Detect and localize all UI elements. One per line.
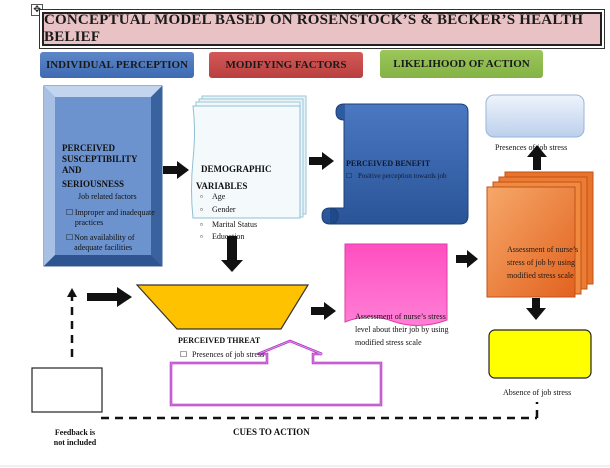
threat-item: ☐Presences of job stress	[180, 350, 265, 359]
demographic-title-1: DEMOGRAPHIC	[201, 164, 272, 174]
absence-label: Absence of job stress	[503, 388, 572, 397]
arrow-orange-up	[527, 145, 547, 170]
arrow-to-trapezoid	[87, 287, 132, 307]
checkbox-icon: ☐	[66, 233, 74, 242]
assessment-orange-stack	[486, 171, 594, 298]
arrow-pink-to-orange	[456, 250, 478, 268]
bullet-icon: ▫	[200, 192, 203, 201]
demographic-item-list: ▫Age ▫Gender ▫Marital Status ▫Education	[200, 192, 300, 242]
presence-label: Presences of job stress	[495, 143, 568, 152]
list-item: ▫Gender	[200, 205, 236, 214]
absence-yellow-box	[488, 329, 592, 379]
arrow-demo-to-benefit	[309, 152, 334, 170]
feedback-label: Feedback is not included	[53, 428, 97, 447]
feedback-box	[31, 367, 103, 413]
susceptibility-title-line4: SERIOUSNESS	[62, 179, 125, 189]
list-item-text: Job related factors	[78, 192, 137, 201]
benefit-item: ☐Positive perception towards job	[346, 172, 447, 180]
checkbox-icon: ☐	[180, 350, 188, 359]
feedback-dashed-loop	[70, 293, 539, 420]
bullet-icon: ▫	[200, 232, 203, 241]
bullet-icon: ▫	[200, 205, 203, 214]
assessment-orange-text: Assessment of nurse’s stress of job by u…	[507, 245, 579, 280]
list-item: ☐Improper and inadequate practices	[66, 208, 156, 228]
header-modifying-factors: MODIFYING FACTORS	[209, 52, 363, 78]
susceptibility-title: PERCEIVED SUSCEPTIBILITY AND	[62, 143, 138, 175]
arrow-demo-down	[221, 236, 243, 272]
threat-title: PERCEIVED THREAT	[178, 336, 261, 345]
header-individual-perception: INDIVIDUAL PERCEPTION	[40, 52, 194, 78]
header-likelihood-of-action: LIKELIHOOD OF ACTION	[380, 50, 543, 78]
flow-arrows	[87, 145, 547, 320]
list-item: ▫Age	[200, 192, 226, 201]
susceptibility-item-list: Job related factors ☐Improper and inadeq…	[66, 192, 156, 253]
list-item: ▫Marital Status	[200, 220, 258, 229]
list-item: ☐Non availability of adequate facilities	[66, 233, 156, 253]
susceptibility-bevel-box	[43, 85, 163, 267]
benefit-scroll	[321, 103, 469, 225]
assessment-pink-text: Assessment of nurse’s stress level about…	[355, 312, 449, 347]
list-item: Job related factors	[66, 192, 156, 202]
cues-to-action-label: CUES TO ACTION	[233, 427, 310, 437]
diagram-title: CONCEPTUAL MODEL BASED ON ROSENSTOCK’S &…	[42, 12, 602, 46]
assessment-pink-box	[344, 243, 448, 326]
table-move-handle[interactable]: ✥	[31, 4, 43, 16]
checkbox-icon: ☐	[66, 208, 74, 217]
threat-trapezoid	[135, 284, 310, 330]
demographic-title-2: VARIABLES	[196, 181, 248, 191]
presence-rounded-box	[485, 94, 585, 138]
bullet-icon: ▫	[200, 220, 203, 229]
arrow-orange-down	[526, 298, 546, 320]
demographic-stack	[191, 95, 307, 219]
list-item-text: Non availability of adequate facilities	[74, 233, 135, 252]
list-item: ▫Education	[200, 232, 245, 241]
checkbox-icon: ☐	[346, 172, 353, 180]
benefit-title: PERCEIVED BENEFIT	[346, 159, 431, 168]
list-item-text: Improper and inadequate practices	[74, 208, 155, 227]
arrow-suscept-to-demo	[163, 161, 189, 179]
arrow-trapezoid-to-pink	[311, 302, 336, 320]
